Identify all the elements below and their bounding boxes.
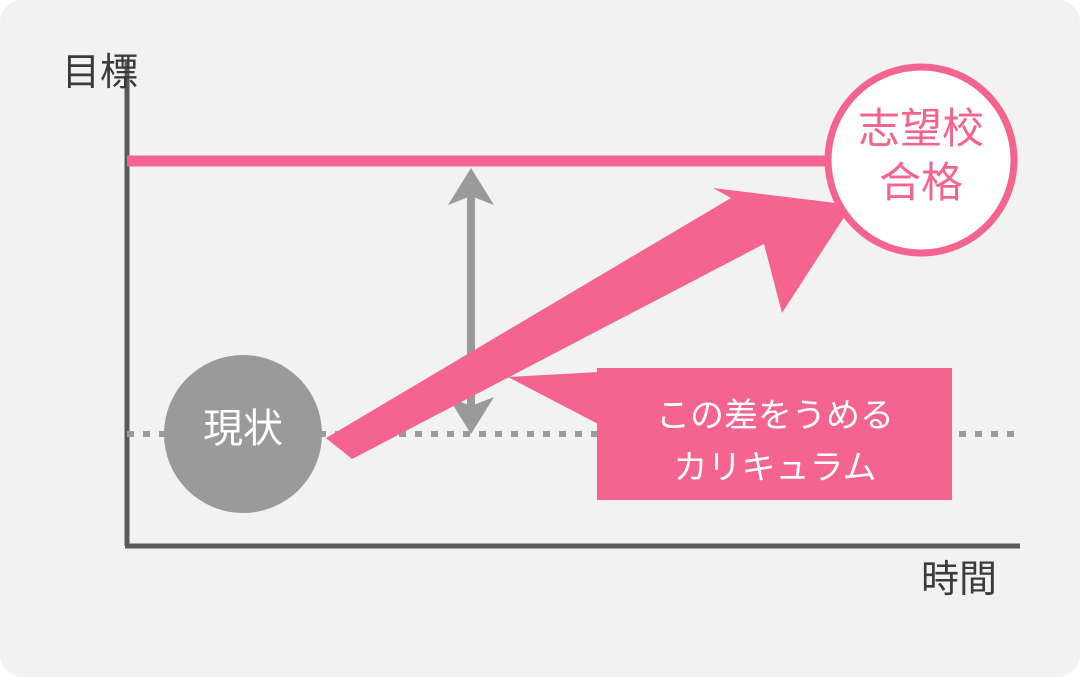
goal-circle: [824, 63, 1018, 257]
growth-arrow: [326, 188, 852, 459]
current-state-circle: [164, 355, 322, 513]
curriculum-callout: [508, 368, 952, 500]
y-axis-label: 目標: [62, 52, 139, 94]
x-axis-label: 時間: [921, 559, 998, 601]
